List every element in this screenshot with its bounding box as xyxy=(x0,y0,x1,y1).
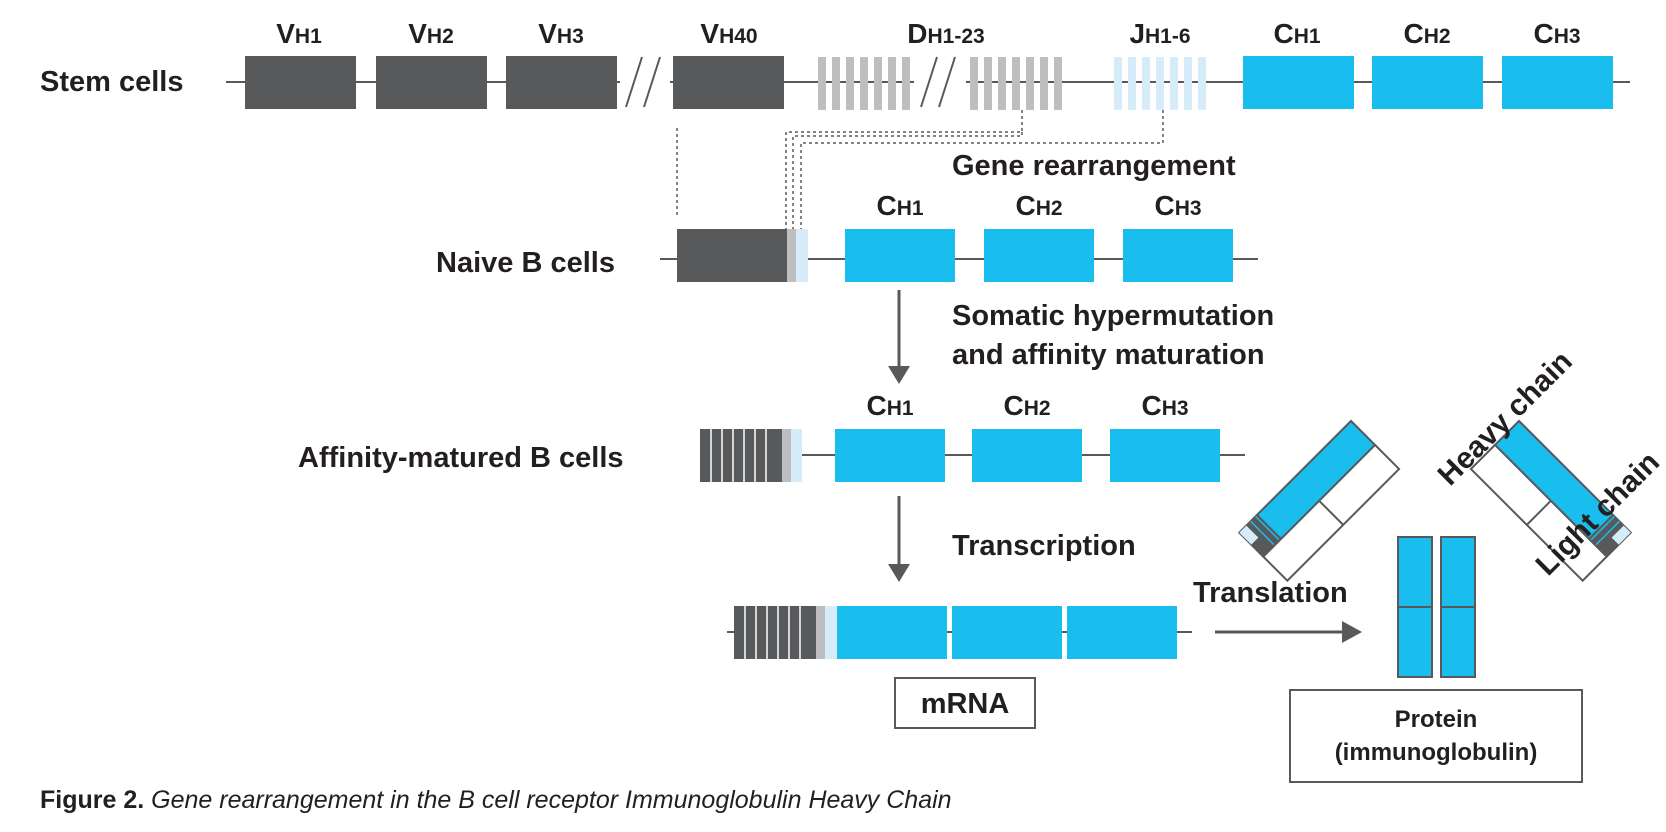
mrna-d-segment xyxy=(816,606,825,659)
protein-label-box xyxy=(1289,689,1583,783)
vh40-segment xyxy=(673,56,784,109)
naive-b-cells-label: Naive B cells xyxy=(436,247,615,279)
matured-ch1-label: CH1 xyxy=(866,390,913,421)
protein-label-line2: (immunoglobulin) xyxy=(1335,739,1538,766)
hypermutation-label-line2: and affinity maturation xyxy=(952,339,1265,371)
mrna-v-segment xyxy=(734,606,816,659)
figure-caption-text: Gene rearrangement in the B cell recepto… xyxy=(151,786,952,814)
naive-ch2-segment xyxy=(984,229,1094,282)
matured-ch2-segment xyxy=(972,429,1082,482)
transcription-label: Transcription xyxy=(952,530,1136,562)
affinity-matured-row: Affinity-matured B cells CH1 CH2 CH3 xyxy=(298,390,1245,482)
j-label: JH1-6 xyxy=(1129,18,1190,49)
naive-j-segment xyxy=(796,229,808,282)
mrna-ch1-segment xyxy=(837,606,947,659)
matured-ch1-segment xyxy=(835,429,945,482)
naive-ch3-segment xyxy=(1123,229,1233,282)
arrow-translation xyxy=(1215,621,1362,643)
mrna-j-segment xyxy=(825,606,837,659)
protein-label-line1: Protein xyxy=(1395,706,1478,733)
matured-d-segment xyxy=(782,429,791,482)
figure-caption-prefix: Figure 2. xyxy=(40,786,145,814)
naive-d-segment xyxy=(787,229,796,282)
stem-cells-row: Stem cells xyxy=(40,18,1630,110)
matured-j-segment xyxy=(791,429,802,482)
ch1-segment xyxy=(1243,56,1354,109)
matured-ch3-label: CH3 xyxy=(1141,390,1188,421)
arrow-transcription xyxy=(888,496,910,582)
ch1-label: CH1 xyxy=(1273,18,1320,49)
break-mark-d xyxy=(914,56,966,108)
mrna-label-box xyxy=(894,677,1036,729)
translation-label: Translation xyxy=(1193,577,1348,609)
affinity-matured-label: Affinity-matured B cells xyxy=(298,442,624,474)
matured-v-segment-mutated xyxy=(700,429,782,482)
arrow-hypermutation xyxy=(888,290,910,384)
vh1-label: VH1 xyxy=(276,18,322,49)
naive-ch3-label: CH3 xyxy=(1154,190,1201,221)
vh40-label: VH40 xyxy=(700,18,757,49)
antibody-protein: Heavy chain Light chain xyxy=(1237,345,1666,678)
antibody-left-arm xyxy=(1237,419,1401,583)
hypermutation-label-line1: Somatic hypermutation xyxy=(952,300,1274,332)
vh2-label: VH2 xyxy=(408,18,454,49)
d-label: DH1-23 xyxy=(907,18,984,49)
antibody-right-arm xyxy=(1469,419,1633,583)
naive-ch2-label: CH2 xyxy=(1015,190,1062,221)
stem-cells-label: Stem cells xyxy=(40,66,183,98)
matured-ch2-label: CH2 xyxy=(1003,390,1050,421)
vh3-segment xyxy=(506,56,617,109)
mrna-ch2-segment xyxy=(952,606,1062,659)
rearrangement-connectors xyxy=(676,110,1164,230)
mrna-label: mRNA xyxy=(921,688,1010,720)
naive-b-cells-row: Naive B cells CH1 CH2 CH3 xyxy=(436,190,1258,282)
vh3-label: VH3 xyxy=(538,18,584,49)
mrna-row: mRNA xyxy=(727,606,1192,729)
figure-caption: Figure 2. Gene rearrangement in the B ce… xyxy=(40,786,952,815)
d-segments xyxy=(818,57,1062,110)
ch2-label: CH2 xyxy=(1403,18,1450,49)
ch3-segment xyxy=(1502,56,1613,109)
mrna-ch3-segment xyxy=(1067,606,1177,659)
naive-v-segment xyxy=(677,229,787,282)
naive-ch1-label: CH1 xyxy=(876,190,923,221)
matured-ch3-segment xyxy=(1110,429,1220,482)
j-segments xyxy=(1114,57,1206,110)
ch2-segment xyxy=(1372,56,1483,109)
vh1-segment xyxy=(245,56,356,109)
naive-ch1-segment xyxy=(845,229,955,282)
gene-rearrangement-label: Gene rearrangement xyxy=(952,150,1236,182)
ch3-label: CH3 xyxy=(1533,18,1580,49)
break-mark-v xyxy=(620,56,670,108)
vh2-segment xyxy=(376,56,487,109)
